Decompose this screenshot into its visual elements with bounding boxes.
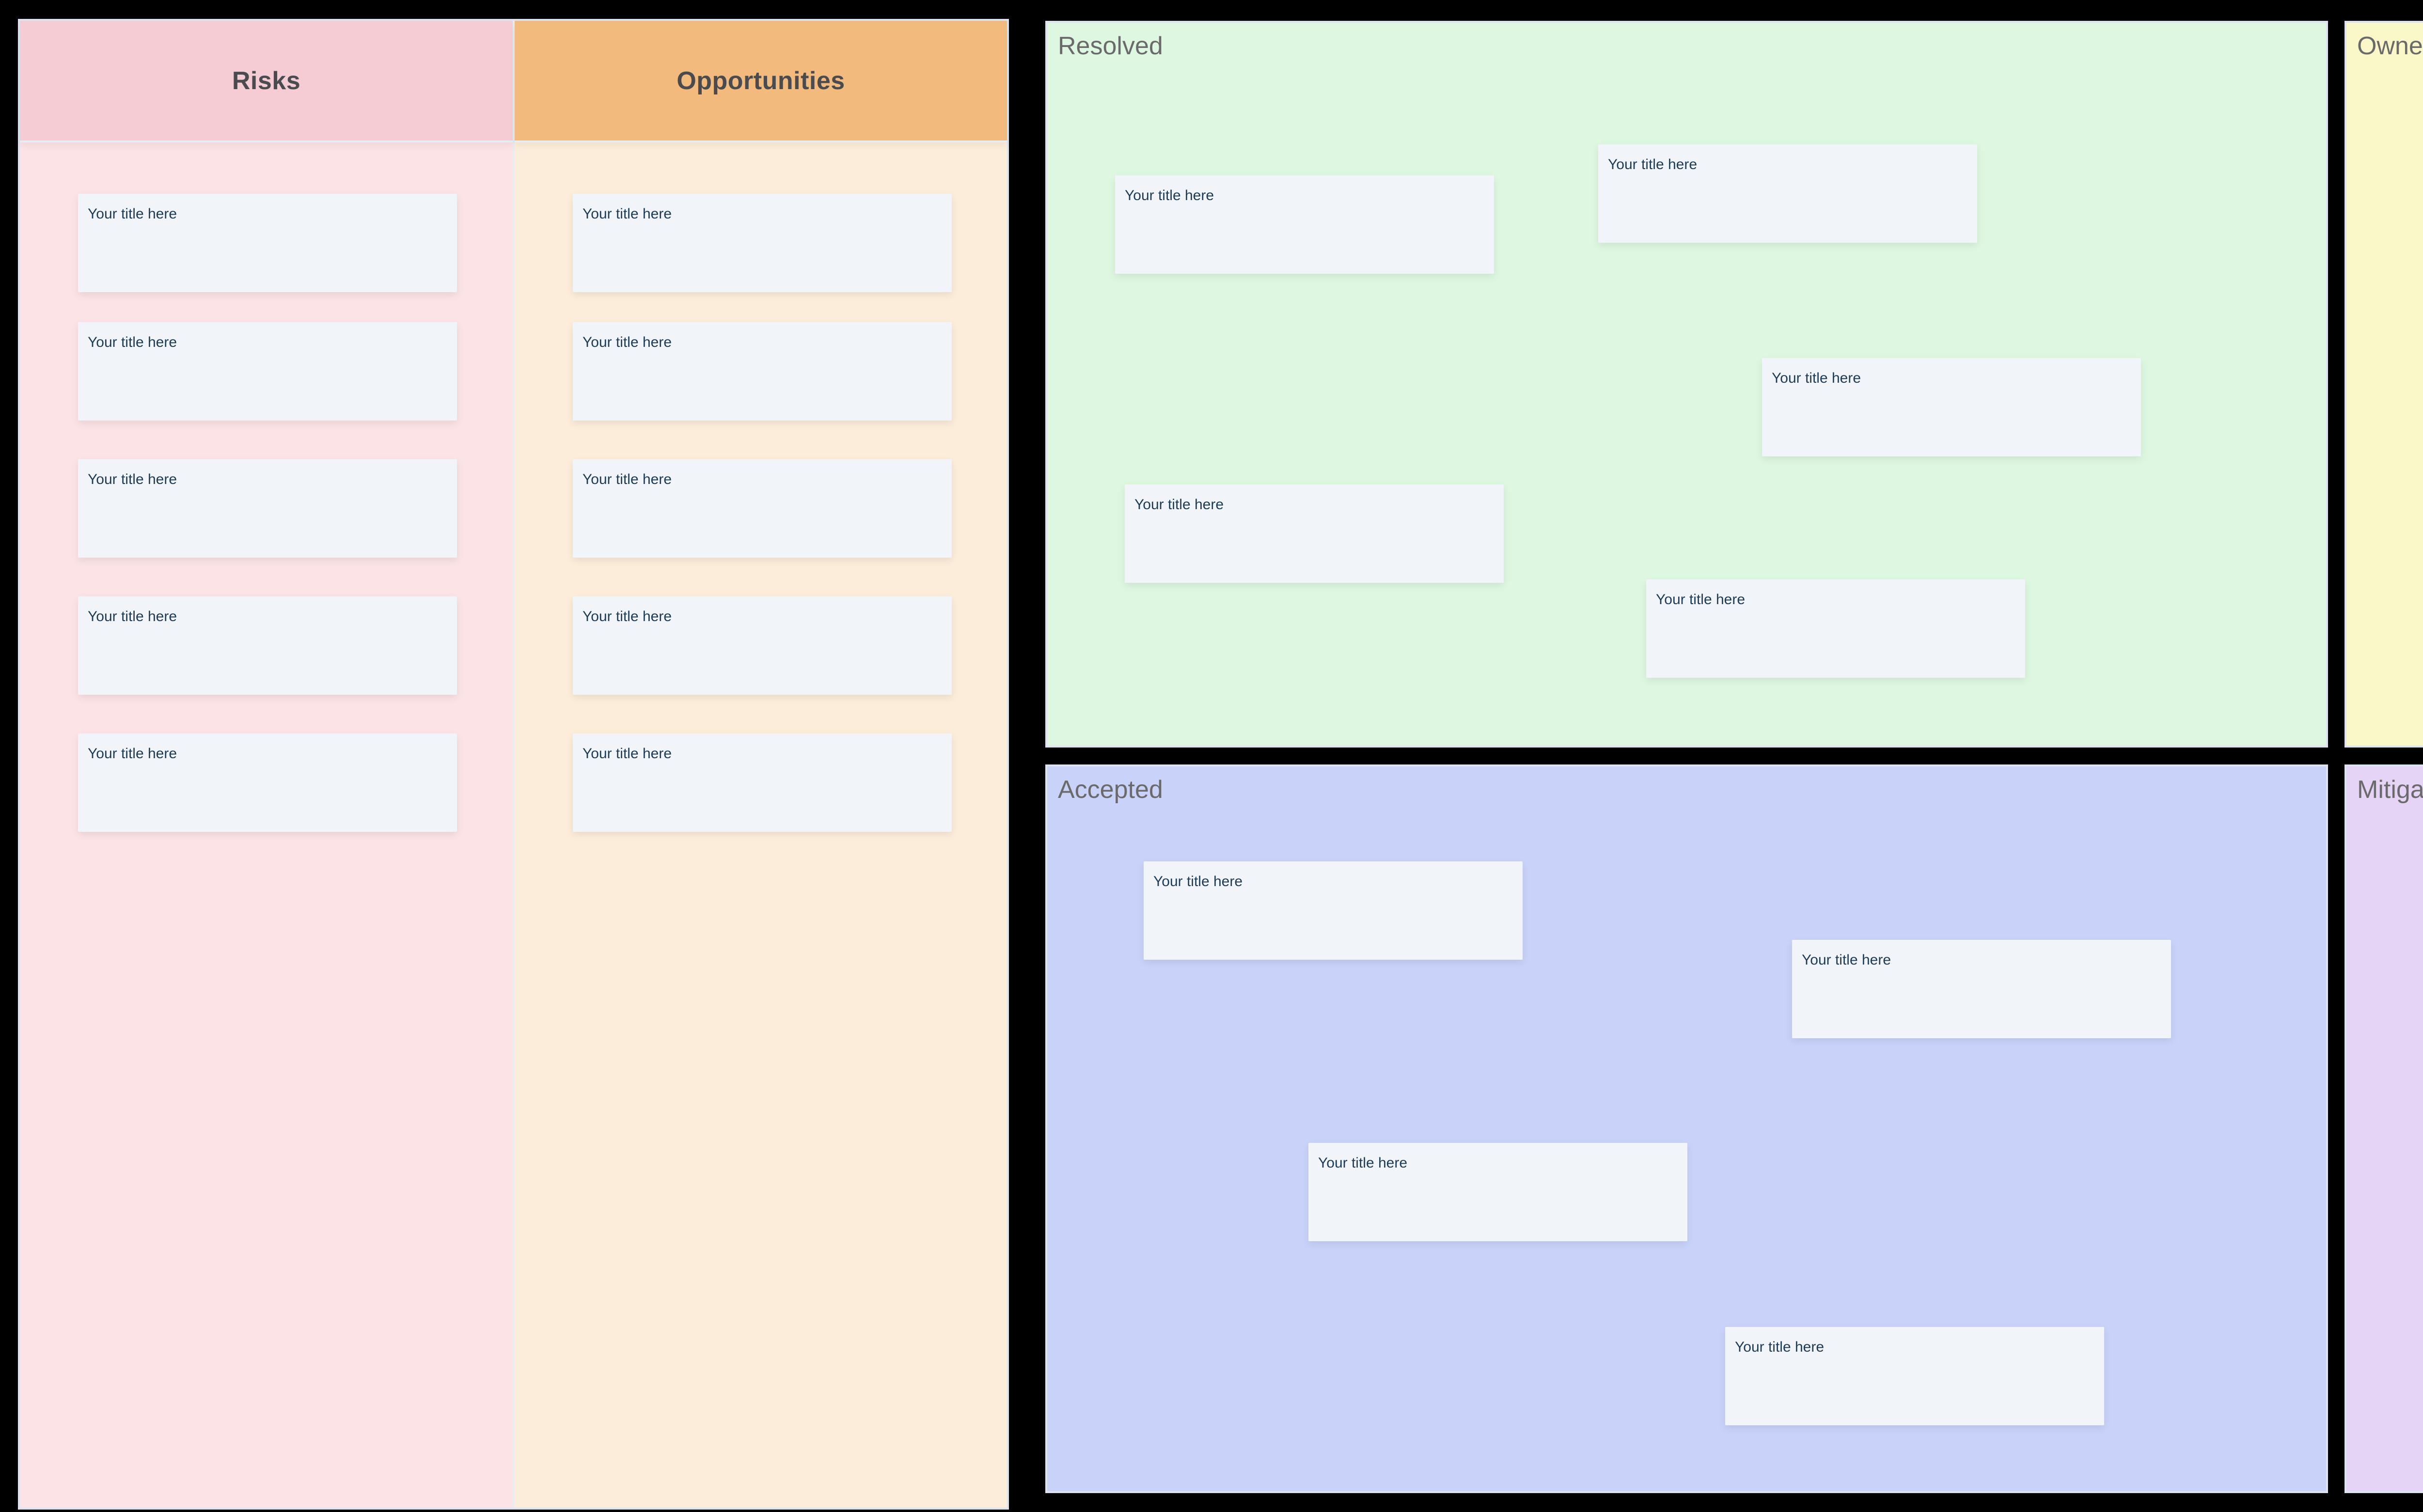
sticky-card-title: Your title here xyxy=(88,471,177,487)
sticky-card[interactable]: Your title here xyxy=(78,459,457,558)
sticky-card[interactable]: Your title here xyxy=(1144,861,1523,960)
sticky-card[interactable]: Your title here xyxy=(1115,175,1494,274)
sticky-card[interactable]: Your title here xyxy=(78,322,457,421)
sticky-card-title: Your title here xyxy=(582,334,672,350)
sticky-card[interactable]: Your title here xyxy=(78,596,457,695)
sticky-card-title: Your title here xyxy=(582,608,672,624)
sticky-card-title: Your title here xyxy=(1656,592,1746,608)
sticky-card-title: Your title here xyxy=(1153,873,1243,889)
section-title-owned: Owned xyxy=(2357,32,2423,60)
sticky-card-title: Your title here xyxy=(88,334,177,350)
sticky-card[interactable]: Your title here xyxy=(573,459,952,558)
column-title-opportunities: Opportunities xyxy=(677,66,845,95)
sticky-card-title: Your title here xyxy=(582,206,672,222)
sticky-card-title: Your title here xyxy=(582,746,672,762)
column-header-risks: Risks xyxy=(20,21,513,142)
column-title-risks: Risks xyxy=(232,66,301,95)
section-title-mitigated: Mitigated xyxy=(2357,776,2423,804)
sticky-card[interactable]: Your title here xyxy=(78,733,457,832)
sticky-card[interactable]: Your title here xyxy=(78,194,457,292)
sticky-card-title: Your title here xyxy=(88,746,177,762)
column-divider xyxy=(513,21,515,1508)
sticky-card[interactable]: Your title here xyxy=(1792,940,2171,1038)
sticky-card[interactable]: Your title here xyxy=(1762,358,2141,456)
sticky-card-title: Your title here xyxy=(582,471,672,487)
sticky-card[interactable]: Your title here xyxy=(1308,1143,1687,1241)
sticky-card-title: Your title here xyxy=(1735,1339,1825,1355)
sticky-card-title: Your title here xyxy=(1802,952,1891,968)
section-title-accepted: Accepted xyxy=(1058,776,1163,804)
sticky-card[interactable]: Your title here xyxy=(1646,579,2025,678)
sticky-card[interactable]: Your title here xyxy=(573,194,952,292)
sticky-card[interactable]: Your title here xyxy=(573,596,952,695)
sticky-card[interactable]: Your title here xyxy=(573,322,952,421)
sticky-card-title: Your title here xyxy=(1608,156,1698,172)
column-header-opportunities: Opportunities xyxy=(515,21,1007,142)
sticky-card-title: Your title here xyxy=(1318,1155,1408,1171)
sticky-card-title: Your title here xyxy=(1134,497,1224,513)
section-title-resolved: Resolved xyxy=(1058,32,1163,60)
sticky-card[interactable]: Your title here xyxy=(1125,484,1504,583)
sticky-card[interactable]: Your title here xyxy=(1598,144,1977,243)
sticky-card[interactable]: Your title here xyxy=(1725,1327,2104,1425)
sticky-card-title: Your title here xyxy=(1772,370,1861,386)
sticky-card-title: Your title here xyxy=(88,608,177,624)
sticky-card-title: Your title here xyxy=(88,206,177,222)
sticky-card[interactable]: Your title here xyxy=(573,733,952,832)
sticky-card-title: Your title here xyxy=(1125,187,1214,203)
